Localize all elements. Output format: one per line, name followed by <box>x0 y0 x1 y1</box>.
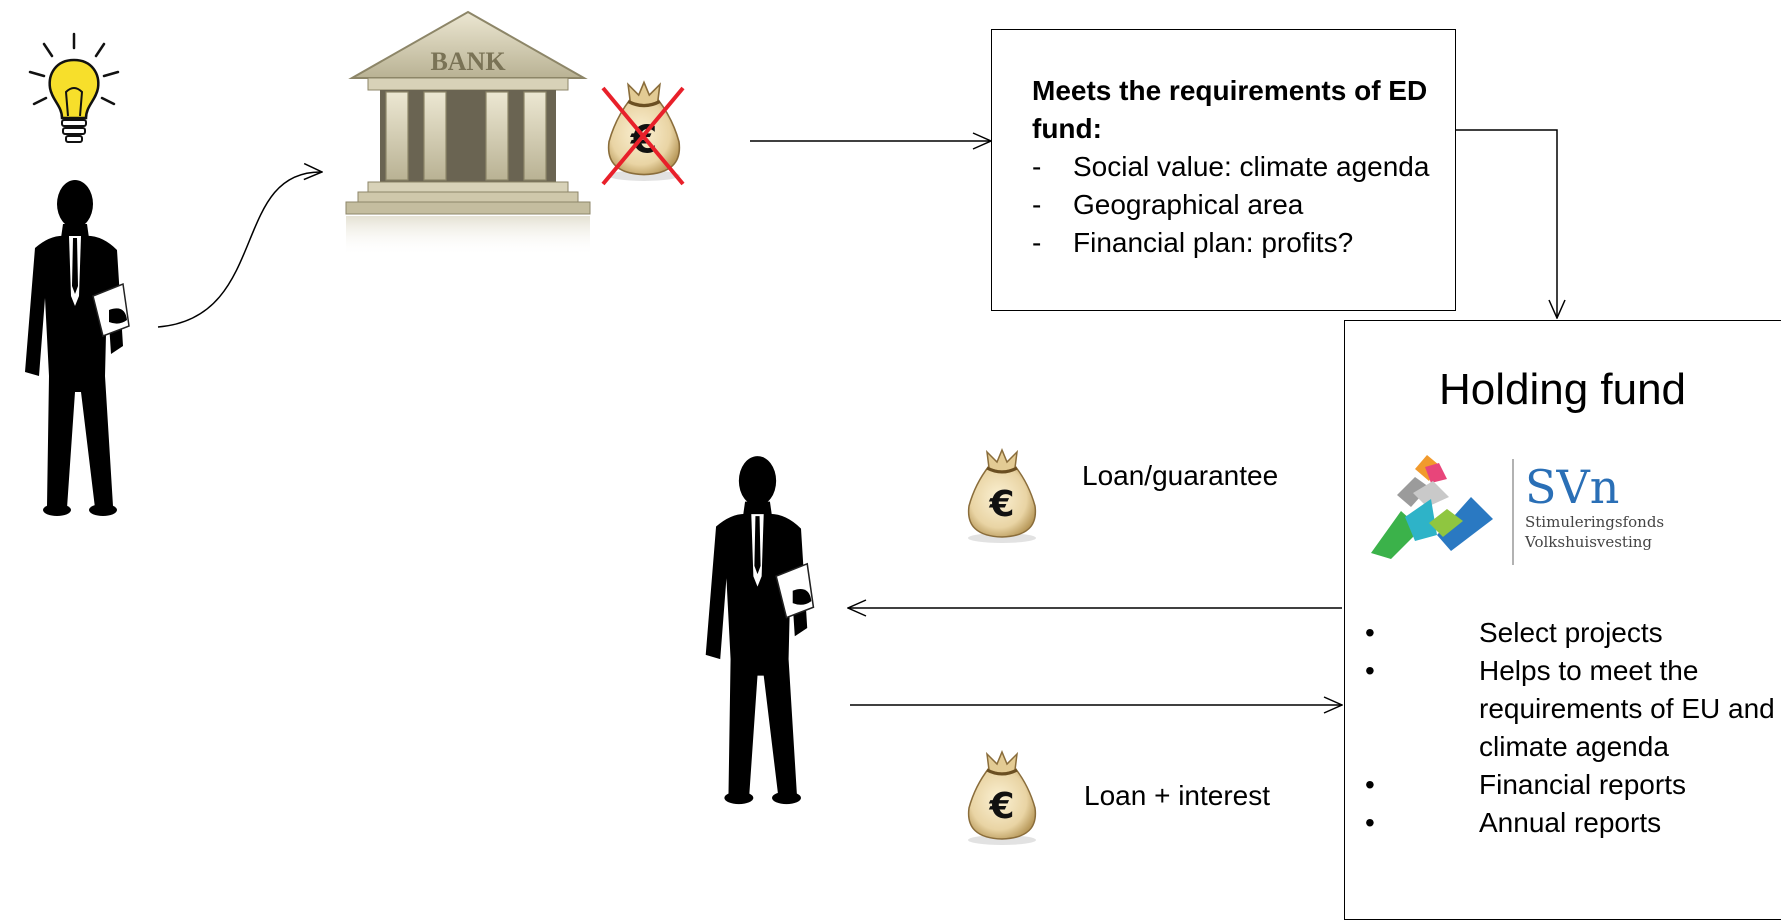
fund-item: Financial reports <box>1365 766 1781 804</box>
svn-logo-name: SVn <box>1525 460 1619 514</box>
fund-item: Annual reports <box>1365 804 1781 842</box>
svn-logo-subtitle-2: Volkshuisvesting <box>1524 533 1652 551</box>
money-bag-icon <box>956 746 1048 846</box>
requirement-item: Financial plan: profits? <box>1032 224 1435 262</box>
requirement-item: Social value: climate agenda <box>1032 148 1435 186</box>
svn-logo: SVn Stimuleringsfonds Volkshuisvesting <box>1371 455 1664 565</box>
lightbulb-icon <box>28 32 120 143</box>
fund-item: Helps to meet the requirements of EU and… <box>1365 652 1781 766</box>
red-cross-icon <box>601 86 685 186</box>
connector-layer <box>157 129 1781 883</box>
arrow-requirements-to-fund <box>1456 129 1557 318</box>
money-bag-icon <box>956 444 1048 544</box>
requirement-item: Geographical area <box>1032 186 1435 224</box>
requirements-title: Meets the requirements of ED fund: <box>1032 75 1428 144</box>
holding-fund-title: Holding fund <box>1438 365 1687 414</box>
fund-item: Select projects <box>1365 614 1781 652</box>
bank-building-icon: BANK <box>345 10 591 256</box>
entrepreneur-silhouette-icon <box>685 442 830 814</box>
requirements-box: Meets the requirements of ED fund: Socia… <box>991 29 1456 311</box>
requirements-list: Social value: climate agenda Geographica… <box>1032 148 1435 262</box>
arrow-person-to-bank <box>157 172 322 328</box>
loan-guarantee-label: Loan/guarantee <box>1082 460 1279 491</box>
loan-interest-label: Loan + interest <box>1084 780 1271 811</box>
svn-logo-subtitle-1: Stimuleringsfonds <box>1525 513 1664 531</box>
holding-fund-list: Select projects Helps to meet the requir… <box>1365 614 1781 842</box>
holding-fund-box: Holding fund SVn Stimuleringsfonds Volks… <box>1344 320 1781 920</box>
entrepreneur-silhouette-icon <box>5 160 145 532</box>
bank-sign: BANK <box>430 47 506 76</box>
